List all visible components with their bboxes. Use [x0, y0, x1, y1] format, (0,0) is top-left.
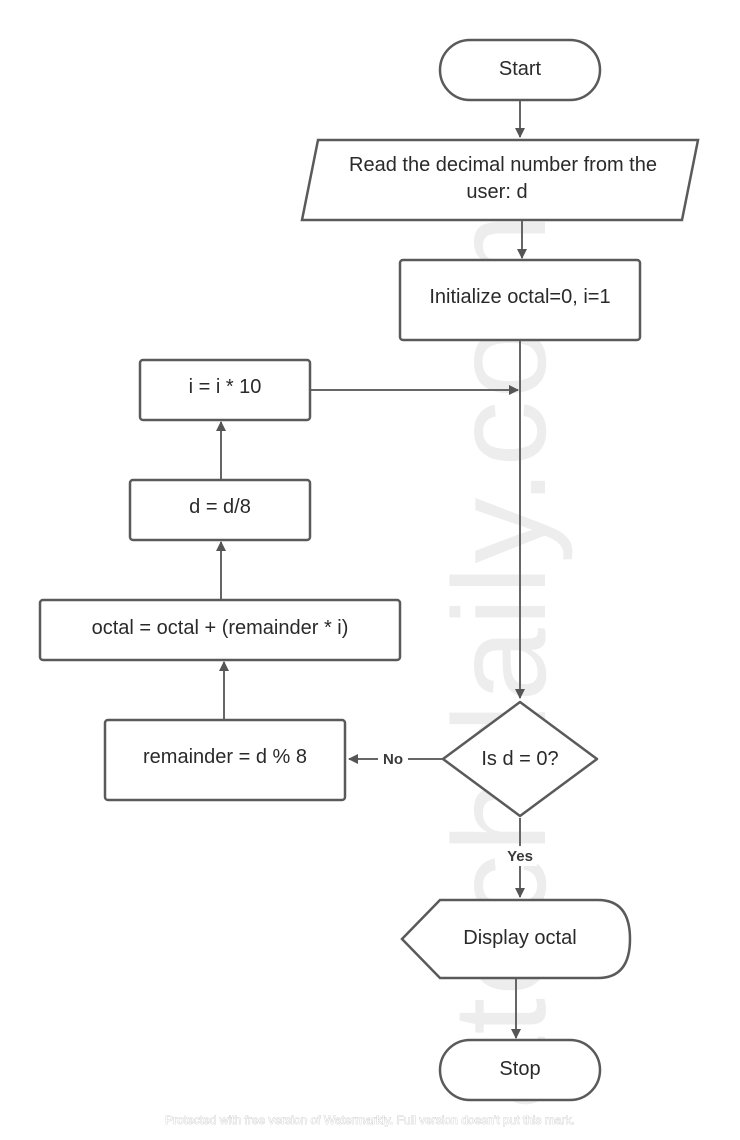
node-init-label: Initialize octal=0, i=1 [429, 286, 610, 308]
edge-label-no: No [383, 751, 403, 768]
node-read-input: Read the decimal number from the user: d [300, 138, 700, 222]
node-remainder: remainder = d % 8 [103, 718, 347, 802]
node-update-octal-label: octal = octal + (remainder * i) [92, 617, 349, 639]
node-stop: Stop [438, 1038, 602, 1102]
node-read-input-line-1: Read the decimal number from the [349, 154, 657, 176]
no-label-bg [378, 749, 408, 769]
node-display: Display octal [400, 898, 632, 980]
node-update-octal: octal = octal + (remainder * i) [38, 598, 402, 662]
yes-label-bg [503, 846, 537, 866]
node-display-label: Display octal [463, 927, 576, 949]
edge-label-yes: Yes [507, 848, 533, 865]
node-decision: Is d = 0? [441, 700, 599, 818]
node-multiply-i-label: i = i * 10 [189, 376, 262, 398]
footer-notice: Protected with free version of Watermark… [165, 1113, 575, 1127]
node-start: Start [438, 38, 602, 102]
node-divide-d: d = d/8 [128, 478, 312, 542]
node-divide-d-label: d = d/8 [189, 496, 251, 518]
node-remainder-label: remainder = d % 8 [143, 746, 307, 768]
node-stop-label: Stop [499, 1058, 540, 1080]
edges [216, 100, 527, 1039]
node-init: Initialize octal=0, i=1 [398, 258, 642, 342]
node-decision-label: Is d = 0? [481, 748, 558, 770]
node-read-input-line-2: user: d [466, 181, 527, 203]
node-start-label: Start [499, 58, 542, 80]
node-multiply-i: i = i * 10 [138, 358, 312, 422]
